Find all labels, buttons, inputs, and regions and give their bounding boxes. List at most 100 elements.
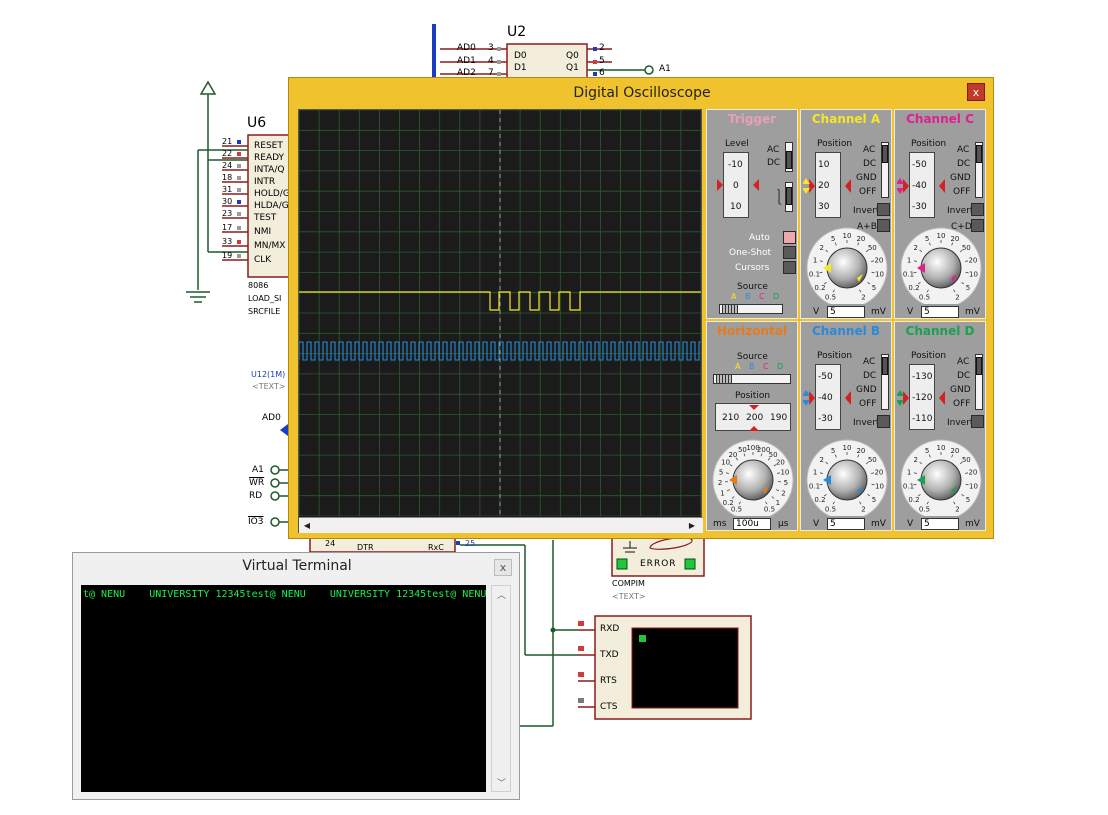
channel-position-tick: -50 [912,160,927,170]
channel-value-field[interactable] [921,518,959,530]
ad0-arrow [280,424,288,436]
channel-coupling-switch[interactable] [975,354,983,410]
dial-scale-label: 1 [776,499,780,507]
channel-invert-button[interactable] [877,415,890,428]
oscilloscope-close-button[interactable]: x [967,83,985,101]
timebase-value-field[interactable] [733,518,771,530]
u2-out-num: 6 [599,68,605,78]
cursors-toggle-button[interactable] [783,261,796,274]
auto-toggle-button[interactable] [783,231,796,244]
channel-position-scale[interactable]: -50 -40 -30 [815,364,841,430]
dial-tick [951,454,954,458]
scroll-left-button[interactable]: ◀ [303,521,311,530]
channel-position-scale[interactable]: 10 20 30 [815,152,841,218]
trigger-edge-switch[interactable] [785,182,793,212]
channel-position-tick: 10 [818,160,830,170]
trigger-level-scale[interactable]: -10 0 10 [723,152,749,218]
dial-scale-label: 5 [784,479,788,487]
u12-text: <TEXT> [252,382,286,391]
channel-combine-button[interactable] [971,219,984,232]
dial-pointer [729,475,737,485]
channel-coupling-switch[interactable] [975,142,983,198]
dial-scale-label: 20 [950,447,959,455]
channel-coupling-switch[interactable] [881,142,889,198]
trigger-coupling-switch[interactable] [785,142,793,172]
dial-tick [819,271,823,274]
dial-indicator [951,274,957,282]
dial-tick [871,472,875,474]
trigger-level-tick: -10 [728,160,743,170]
scope-horizontal-scrollbar[interactable]: ◀ ▶ [299,517,703,533]
compim-error-label: ERROR [640,559,677,569]
dial-scale-label: 20 [968,257,977,265]
dial-scale-label: 2 [913,456,917,464]
dial-scale-label: 2 [955,294,959,302]
channel-combine-button[interactable] [877,219,890,232]
channel-panel-1: Channel C Position -50 -40 -30 AC DC GND… [894,109,986,319]
uart-pin-num: 25 [465,539,476,548]
trigger-edge-icon: ⎱ [771,188,788,207]
dial-tick [953,289,956,293]
channel-invert-label: Invert [853,418,880,428]
channel-position-label: Position [817,351,853,361]
vt-pin-rts: RTS [600,676,617,686]
channel-combine-label: C+D [951,222,972,232]
dial-scale-label: 0.2 [723,499,734,507]
terminal-output-area[interactable]: t@ NENU UNIVERSITY 12345test@ NENU UNIVE… [81,585,486,792]
dial-tick [825,461,829,465]
channel-position-scale[interactable]: -130 -120 -110 [909,364,935,430]
dial-tick [823,493,827,497]
dial-indicator [857,486,863,494]
u2-pin-ad2: AD2 [457,68,476,78]
dial-scale-label: 0.1 [809,483,820,491]
channel-position-tick: -30 [912,202,927,212]
horizontal-position-scale[interactable]: 210 200 190 [715,403,791,431]
dial-scale-label: 50 [769,451,778,459]
channel-value-field[interactable] [827,306,865,318]
oneshot-toggle-button[interactable] [783,246,796,259]
scroll-down-icon[interactable]: ﹀ [497,779,507,789]
dial-tick [819,483,823,486]
channel-coupling-switch[interactable] [881,354,889,410]
dial-tick [913,271,917,274]
horizontal-source-slider[interactable] [713,374,791,384]
dial-scale-label: 1 [907,469,911,477]
dial-scale-label: 20 [874,257,883,265]
channel-title: Channel C [906,112,974,126]
scroll-right-button[interactable]: ▶ [688,521,696,530]
trigger-source-slider[interactable] [719,304,783,314]
channel-position-label: Position [911,139,947,149]
channel-position-scale[interactable]: -50 -40 -30 [909,152,935,218]
channel-invert-button[interactable] [971,415,984,428]
channel-invert-button[interactable] [877,203,890,216]
channel-invert-button[interactable] [971,203,984,216]
channel-position-tick: -110 [912,414,933,424]
dial-scale-label: 10 [937,444,946,452]
dial-tick [913,483,917,486]
channel-value-field[interactable] [827,518,865,530]
terminal-vertical-scrollbar[interactable]: ︿ ﹀ [491,585,511,792]
dial-scale-label: 20 [856,235,865,243]
u2-d0: D0 [514,51,527,61]
channel-coupling-off: OFF [953,187,971,197]
dial-tick [729,464,733,467]
dial-knob [826,247,868,289]
dial-scale-label: 2 [819,456,823,464]
net-label-a1: A1 [252,465,264,475]
channel-value-field[interactable] [921,306,959,318]
u6-pin-num: 33 [222,237,233,246]
scroll-up-icon[interactable]: ︿ [497,591,507,601]
timebase-unit-ms: ms [713,519,727,529]
dial-tick [857,242,860,246]
channel-unit-v: V [813,307,820,317]
virtual-terminal-close-button[interactable]: x [494,559,512,576]
channel-coupling-gnd: GND [950,385,971,395]
uart-pin-dtr: DTR [357,543,374,552]
trigger-source-d: D [773,292,780,301]
